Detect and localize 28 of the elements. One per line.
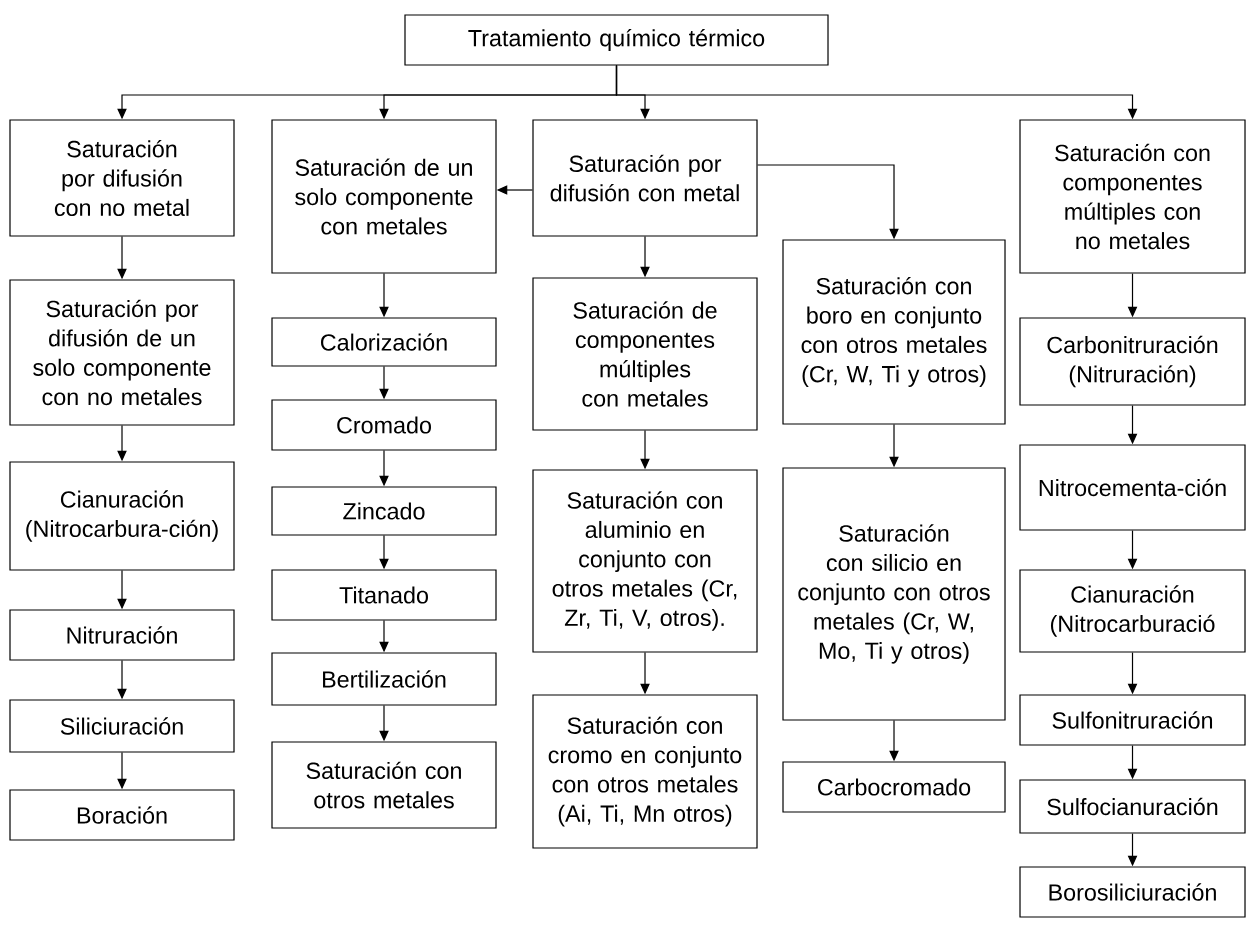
process-box: Zincado [271,486,497,536]
process-box: Borosiliciuración [1019,866,1246,918]
process-box: Saturación con silicio en conjunto con otros metales (Cr, W, Mo, Ti y otros) [782,467,1006,721]
process-box: Siliciuración [9,699,235,753]
process-box: Cianuración (Nitrocarburació [1019,569,1246,653]
title-box: Tratamiento químico térmico [404,14,829,66]
process-box: Saturación con componentes múltiples con no metales [1019,119,1246,274]
process-box: Saturación por difusión con metal [532,119,758,237]
process-box: Cianuración (Nitrocarbura-ción) [9,461,235,571]
process-box: Saturación por difusión con no metal [9,119,235,237]
process-box: Nitruración [9,609,235,661]
process-box: Cromado [271,399,497,451]
process-box: Sulfonitruración [1019,694,1246,746]
process-box: Carbonitruración (Nitruración) [1019,317,1246,406]
process-box: Saturación de componentes múltiples con metales [532,277,758,431]
process-box: Bertilización [271,652,497,706]
process-box: Titanado [271,569,497,621]
process-box: Saturación con cromo en conjunto con otros metales (Ai, Ti, Mn otros) [532,694,758,849]
process-box: Saturación con otros metales [271,741,497,829]
process-box: Saturación de un solo componente con metales [271,119,497,274]
process-box: Saturación por difusión de un solo componente con no metales [9,279,235,426]
process-box: Sulfocianuración [1019,779,1246,834]
process-box: Boración [9,789,235,841]
process-box: Calorización [271,317,497,367]
process-box: Saturación con aluminio en conjunto con otros metales (Cr, Zr, Ti, V, otros). [532,469,758,653]
process-box: Carbocromado [782,761,1006,813]
process-box: Saturación con boro en conjunto con otros metales (Cr, W, Ti y otros) [782,239,1006,425]
process-box: Nitrocementa-ción [1019,444,1246,531]
